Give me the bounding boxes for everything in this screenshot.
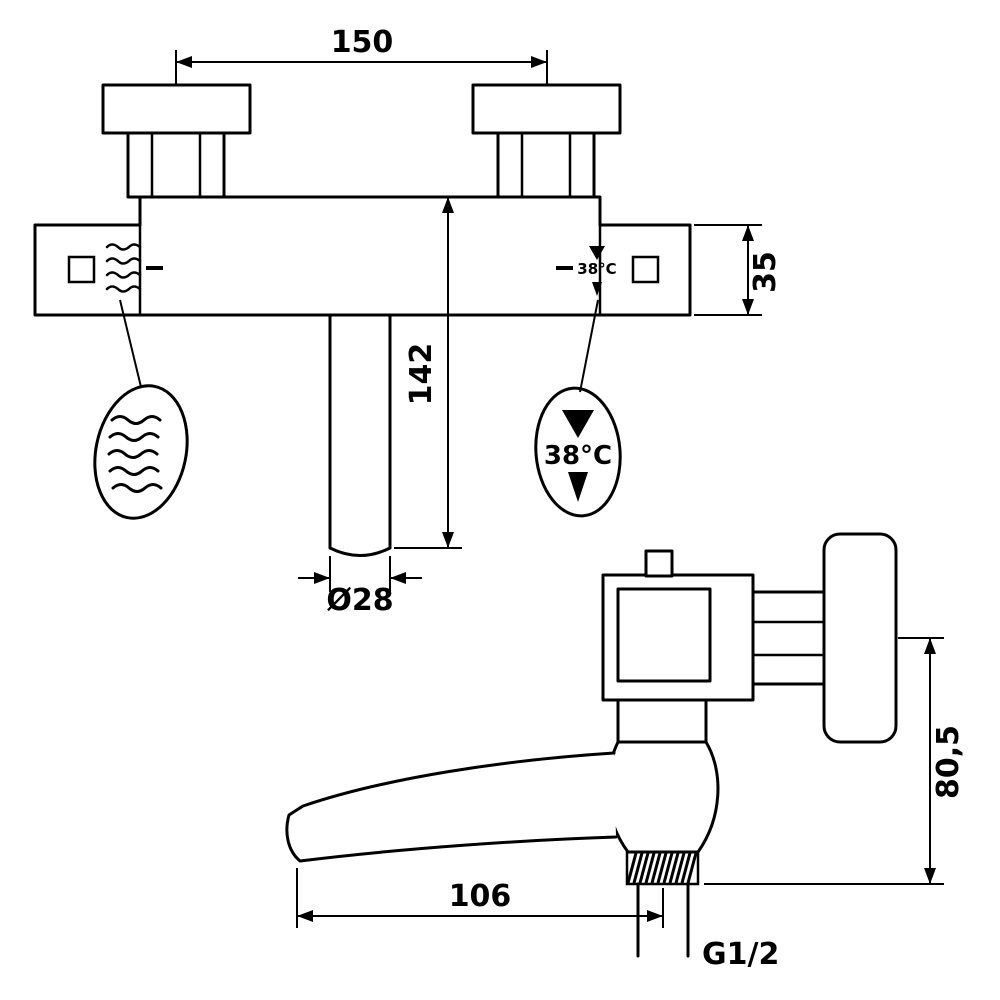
arrow-down-icon: [442, 532, 454, 548]
callout-balloon: [93, 384, 189, 520]
arrow-right-icon: [314, 572, 330, 584]
handle-hex-section: [751, 590, 828, 686]
arrow-up-icon: [924, 638, 936, 654]
dimension-mount-spacing: 150: [175, 25, 548, 84]
spout-tube: [328, 315, 392, 557]
handle-knob: [822, 532, 898, 744]
dim-diameter-label: Ø28: [326, 583, 393, 618]
triangle-down-icon: [589, 246, 605, 260]
right-hex-nut: [496, 131, 596, 199]
thread-size-label: G1/2: [702, 937, 779, 972]
dim-142-label: 142: [404, 343, 439, 406]
arrow-down-icon: [924, 868, 936, 884]
dim-35-label: 35: [748, 251, 783, 293]
dimension-spout-drop: 142: [394, 197, 462, 549]
dim-80-5-label: 80,5: [931, 725, 966, 799]
dim-150-label: 150: [331, 25, 394, 60]
spout-body-fill: [286, 753, 616, 861]
temp-38c-small-label: 38°C: [577, 260, 616, 278]
arrow-left-icon: [176, 56, 192, 68]
dimension-height-to-outlet: 80,5: [704, 637, 966, 885]
arrow-right-icon: [531, 56, 547, 68]
arrow-up-icon: [442, 197, 454, 213]
left-wall-flange: [101, 83, 252, 135]
temperature-callout: 38°C: [534, 299, 622, 518]
temp-38c-callout-label: 38°C: [544, 441, 612, 471]
arrow-left-icon: [390, 572, 406, 584]
side-view-group: 80,5 106 G1/2: [285, 532, 966, 972]
spout-bell-flange: [606, 740, 720, 854]
triangle-down-icon: [562, 410, 594, 438]
water-flow-waves-icon: [107, 415, 163, 493]
spout-side-profile: [285, 751, 618, 863]
side-body: [601, 573, 755, 702]
threaded-outlet: [625, 850, 700, 886]
left-end-square: [67, 255, 96, 284]
water-flow-waves-icon: [105, 243, 142, 293]
top-stem: [644, 549, 674, 578]
dimension-body-height: 35: [694, 224, 783, 316]
dim-106-label: 106: [449, 879, 512, 914]
left-hex-nut: [126, 131, 226, 199]
right-end-square: [631, 255, 660, 284]
arrow-left-icon: [297, 910, 313, 922]
arrow-down-icon: [742, 299, 754, 315]
dimension-spout-diameter: Ø28: [298, 556, 422, 618]
right-wall-flange: [471, 83, 622, 135]
temperature-marking: 38°C: [577, 246, 617, 296]
front-view-group: 150: [33, 25, 783, 618]
side-body-face: [616, 587, 712, 683]
dimension-spout-reach: 106: [296, 868, 664, 928]
triangle-small-icon: [592, 282, 602, 296]
triangle-marker-icon: [568, 472, 588, 502]
hot-flow-callout: [93, 299, 189, 520]
callout-balloon: [534, 386, 622, 518]
mixer-body: [33, 195, 692, 317]
arrow-up-icon: [742, 225, 754, 241]
arrow-right-icon: [647, 910, 663, 922]
